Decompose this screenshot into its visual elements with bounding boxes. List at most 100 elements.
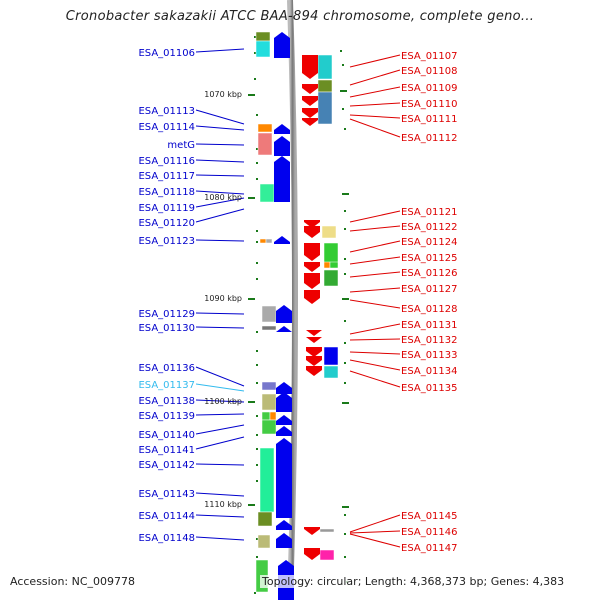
reverse-gene-arrow	[302, 55, 318, 79]
gene-label: ESA_01111	[401, 114, 458, 125]
reverse-gene-arrow	[306, 330, 322, 336]
reverse-gene-arrow	[304, 220, 320, 228]
major-tick	[248, 504, 255, 506]
gene-box	[261, 419, 277, 435]
reverse-gene-arrow	[302, 108, 318, 118]
minor-tick	[256, 262, 258, 264]
gene-label: ESA_01122	[401, 222, 458, 233]
gene-label: ESA_01146	[401, 527, 458, 538]
leader-line	[349, 359, 401, 371]
gene-label: ESA_01130	[138, 323, 195, 334]
reverse-gene-arrow	[304, 527, 320, 535]
leader-line	[195, 125, 245, 131]
gene-box	[323, 261, 331, 269]
minor-tick	[256, 464, 258, 466]
leader-line	[349, 514, 401, 533]
gene-label: ESA_01142	[138, 460, 195, 471]
minor-tick	[344, 382, 346, 384]
reverse-gene-arrow	[304, 243, 320, 261]
leader-line	[349, 287, 401, 293]
forward-gene-arrow	[276, 426, 292, 436]
gene-box	[257, 132, 273, 156]
gene-box	[329, 261, 339, 269]
minor-tick	[256, 382, 258, 384]
gene-label: ESA_01134	[401, 366, 458, 377]
leader-line	[195, 190, 245, 195]
major-tick	[342, 298, 349, 300]
leader-line	[195, 109, 245, 125]
minor-tick	[256, 331, 258, 333]
reverse-gene-arrow	[304, 226, 320, 238]
leader-line	[195, 326, 245, 329]
reverse-gene-arrow	[304, 548, 320, 560]
reverse-gene-arrow	[306, 347, 322, 357]
forward-gene-arrow	[274, 124, 290, 134]
minor-tick	[256, 556, 258, 558]
leader-line	[195, 197, 245, 208]
gene-label: ESA_01106	[138, 48, 195, 59]
chromosome-title: Cronobacter sakazakii ATCC BAA-894 chrom…	[65, 9, 535, 24]
leader-line	[349, 271, 401, 278]
gene-box	[261, 305, 277, 323]
gene-label: ESA_01132	[401, 335, 458, 346]
gene-label: ESA_01125	[401, 253, 458, 264]
gene-label: ESA_01147	[401, 543, 458, 554]
gene-label: ESA_01108	[401, 66, 458, 77]
leader-line	[195, 436, 245, 450]
gene-label: ESA_01138	[138, 396, 195, 407]
gene-label: ESA_01136	[138, 363, 195, 374]
leader-line	[195, 366, 245, 387]
gene-label: ESA_01137	[138, 380, 195, 391]
gene-box	[261, 411, 271, 421]
major-tick	[340, 90, 347, 92]
gene-label: ESA_01123	[138, 236, 195, 247]
gene-label: ESA_01121	[401, 207, 458, 218]
leader-line	[349, 114, 401, 119]
chromosome-backbone	[287, 0, 298, 600]
leader-line	[349, 86, 401, 98]
minor-tick	[256, 415, 258, 417]
gene-box	[323, 346, 339, 366]
leader-line	[349, 533, 401, 548]
gene-box	[321, 225, 337, 239]
minor-tick	[254, 78, 256, 80]
minor-tick	[344, 514, 346, 516]
leader-line	[195, 399, 245, 403]
forward-gene-arrow	[276, 326, 292, 332]
leader-line	[195, 514, 245, 518]
minor-tick	[256, 448, 258, 450]
minor-tick	[256, 114, 258, 116]
gene-label: ESA_01143	[138, 489, 195, 500]
leader-line	[349, 54, 401, 68]
gene-box	[257, 534, 271, 549]
forward-gene-arrow	[276, 305, 292, 323]
minor-tick	[344, 258, 346, 260]
scale-label: 1110 kbp	[204, 500, 242, 509]
minor-tick	[256, 230, 258, 232]
forward-gene-arrow	[276, 382, 292, 394]
minor-tick	[256, 350, 258, 352]
gene-box	[317, 79, 333, 93]
minor-tick	[256, 434, 258, 436]
scale-label: 1080 kbp	[204, 193, 242, 202]
reverse-gene-arrow	[306, 366, 322, 376]
forward-gene-arrow	[274, 178, 290, 202]
minor-tick	[342, 108, 344, 110]
gene-label: ESA_01110	[401, 99, 458, 110]
major-tick	[248, 197, 255, 199]
leader-line	[195, 383, 245, 392]
major-tick	[248, 94, 255, 96]
gene-label: ESA_01126	[401, 268, 458, 279]
major-tick	[342, 193, 349, 195]
minor-tick	[344, 362, 346, 364]
gene-label: ESA_01141	[138, 445, 195, 456]
minor-tick	[256, 148, 258, 150]
topology-label: Topology: circular; Length: 4,368,373 bp…	[260, 575, 567, 588]
scale-label: 1070 kbp	[204, 90, 242, 99]
gene-label: ESA_01113	[138, 106, 195, 117]
gene-box	[317, 54, 333, 80]
minor-tick	[254, 52, 256, 54]
reverse-gene-arrow	[302, 96, 318, 106]
leader-line	[349, 256, 401, 265]
leader-line	[349, 225, 401, 232]
